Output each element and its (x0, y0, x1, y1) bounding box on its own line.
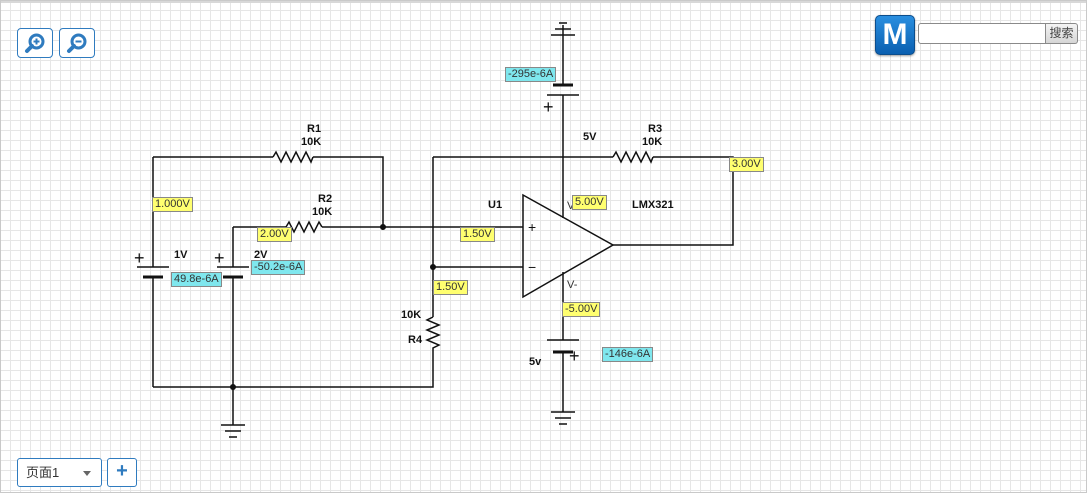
search-button[interactable]: 搜索 (1046, 23, 1078, 44)
opamp-vminus-label: V- (567, 279, 578, 291)
wire-r1 (153, 156, 384, 227)
battery-vpos (547, 35, 579, 96)
page-selector[interactable]: 页面1 (17, 458, 102, 487)
r2-name: R2 (318, 193, 332, 205)
plus-sign-v1: + (134, 248, 145, 268)
resistor-r4 (425, 316, 441, 355)
zoom-out-button[interactable] (59, 28, 95, 58)
wire-ground-rail (153, 355, 434, 388)
opamp-u1 (522, 193, 615, 299)
v2-value: 2V (254, 249, 268, 261)
r3-value: 10K (642, 136, 662, 148)
voltage-probe[interactable]: 1.50V (433, 280, 468, 295)
voltage-probe[interactable]: -5.00V (562, 302, 601, 317)
r2-value: 10K (312, 206, 332, 218)
ground-icon-bottom (551, 411, 575, 425)
plus-sign-v2: + (214, 248, 225, 268)
junction-dots (230, 224, 436, 390)
page-selector-label: 页面1 (26, 465, 60, 480)
ground-icon (221, 424, 245, 438)
ground-icon-top (551, 22, 575, 36)
brand-logo[interactable]: M (875, 15, 915, 55)
voltage-probe[interactable]: 2.00V (257, 227, 292, 242)
vneg-value: 5v (529, 356, 542, 368)
v1-value: 1V (174, 249, 188, 261)
resistor-r1 (272, 150, 314, 164)
r1-value: 10K (301, 136, 321, 148)
current-probe[interactable]: -146e-6A (602, 347, 654, 362)
resistor-r2 (285, 220, 323, 234)
chevron-down-icon (83, 471, 91, 476)
vpos-value: 5V (583, 131, 597, 143)
zoom-in-icon (25, 33, 45, 53)
zoom-out-icon (67, 33, 87, 53)
opamp-part: LMX321 (632, 199, 674, 211)
r1-name: R1 (307, 123, 321, 135)
opamp-inverting-sign: − (528, 259, 536, 275)
plus-sign-vneg: + (569, 346, 580, 366)
battery-vneg (547, 339, 579, 354)
current-probe[interactable]: 49.8e-6A (171, 272, 222, 287)
current-probe[interactable]: -50.2e-6A (251, 260, 306, 275)
wire-feedback (433, 156, 734, 246)
resistor-r3 (612, 150, 654, 164)
voltage-probe[interactable]: 5.00V (572, 195, 607, 210)
plus-sign-vpos: + (543, 97, 554, 117)
voltage-probe[interactable]: 1.50V (460, 227, 495, 242)
top-border (0, 0, 1087, 3)
opamp-noninverting-sign: + (528, 219, 536, 235)
r4-name: R4 (408, 334, 423, 346)
battery-v1 (137, 266, 169, 279)
r3-name: R3 (648, 123, 662, 135)
add-page-button[interactable]: + (107, 458, 137, 487)
opamp-name: U1 (488, 199, 502, 211)
current-probe[interactable]: -295e-6A (505, 67, 557, 82)
search-input[interactable] (918, 23, 1046, 44)
zoom-in-button[interactable] (17, 28, 53, 58)
voltage-probe[interactable]: 3.00V (729, 157, 764, 172)
r4-value: 10K (401, 309, 421, 321)
voltage-probe[interactable]: 1.000V (152, 197, 193, 212)
battery-v2 (217, 266, 249, 279)
